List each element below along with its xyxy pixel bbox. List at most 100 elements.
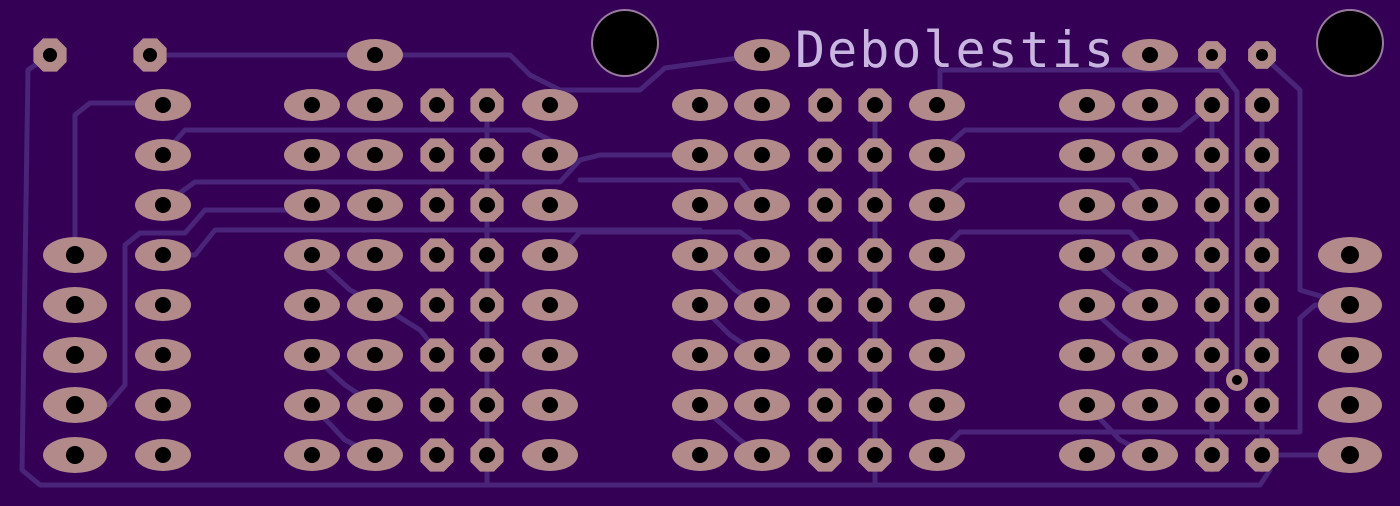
trace-left-bus-b [160,152,703,208]
pad-drill [929,147,945,163]
pad-drill [817,197,833,213]
pad-drill [1142,197,1158,213]
pad-drill [1341,396,1359,414]
pad-drill [542,297,558,313]
pad-drill [304,347,320,363]
pad-drill [143,48,157,62]
pad-drill [1142,347,1158,363]
pad-drill [1204,347,1220,363]
pad-drill [1142,97,1158,113]
pad-drill [1256,49,1268,61]
pad-drill [367,397,383,413]
trace-top-right-loop [937,67,1240,383]
pad-drill [304,147,320,163]
pad-drill [692,97,708,113]
pad-drill [817,147,833,163]
pad-drill [1204,97,1220,113]
pad-drill [754,47,770,63]
pad-drill [1341,446,1359,464]
pad-drill [867,297,883,313]
pad-drill [479,297,495,313]
pad-drill [542,247,558,263]
pad-drill [304,247,320,263]
pad-drill [1204,297,1220,313]
pad-drill [542,97,558,113]
pad-drill [304,297,320,313]
pad-drill [1254,197,1270,213]
pad-drill [1142,297,1158,313]
pad-drill [929,297,945,313]
pad-drill [754,397,770,413]
pad-drill [1204,147,1220,163]
pad-drill [1079,247,1095,263]
pad-drill [1142,447,1158,463]
pad-drill [542,347,558,363]
pad-drill [155,147,171,163]
pad-drill [155,247,171,263]
pad-drill [479,147,495,163]
pad-drill [754,247,770,263]
pad-drill [155,347,171,363]
pad-drill [867,397,883,413]
pad-drill [1254,347,1270,363]
pad-drill [817,97,833,113]
pad-drill [479,447,495,463]
pad-drill [66,246,84,264]
pad-drill [367,197,383,213]
pad-drill [66,446,84,464]
pad-drill [1079,197,1095,213]
mounting-hole [593,11,657,75]
pad-drill [867,197,883,213]
pad-drill [817,397,833,413]
pad-drill [66,296,84,314]
pad-drill [429,297,445,313]
pad-drill [542,397,558,413]
trace-outer-ring [19,52,1273,488]
pad-drill [367,347,383,363]
pad-drill [929,247,945,263]
pad-drill [367,247,383,263]
pad-drill [155,197,171,213]
pad-drill [867,447,883,463]
pad-drill [1341,296,1359,314]
pad-drill [754,197,770,213]
pad-layer [33,9,1384,473]
pad-drill [479,97,495,113]
trace-left-bus-d [105,207,333,408]
pad-drill [817,447,833,463]
pad-drill [429,147,445,163]
pad-drill [1079,97,1095,113]
pad-drill [542,447,558,463]
pad-drill [1204,447,1220,463]
pad-drill [304,447,320,463]
pad-drill [1254,447,1270,463]
pad-drill [479,197,495,213]
pad-drill [367,147,383,163]
pad-drill [1254,397,1270,413]
pad-drill [1079,347,1095,363]
pad-drill [367,97,383,113]
pad-drill [1079,397,1095,413]
pad-drill [867,347,883,363]
pad-drill [155,447,171,463]
pad-drill [479,247,495,263]
pad-drill [155,297,171,313]
trace-left-vertical [72,100,166,258]
pad-drill [929,347,945,363]
pad-drill [817,247,833,263]
pad-drill [929,97,945,113]
pad-drill [692,297,708,313]
pad-drill [66,396,84,414]
pad-drill [304,397,320,413]
pad-drill [692,347,708,363]
pad-drill [542,197,558,213]
pad-drill [429,397,445,413]
pad-drill [692,197,708,213]
pad-drill [929,447,945,463]
pad-drill [867,97,883,113]
pad-drill [1341,346,1359,364]
pad-drill [367,447,383,463]
pad-drill [367,297,383,313]
pad-drill [1204,397,1220,413]
